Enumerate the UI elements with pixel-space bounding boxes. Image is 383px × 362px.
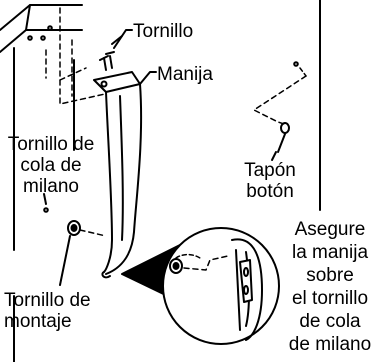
label-tapon-boton: Tapón botón bbox=[232, 160, 308, 202]
label-asegure-line-3: sobre bbox=[306, 265, 354, 286]
door-outline bbox=[0, 4, 83, 362]
magnified-detail bbox=[162, 227, 280, 345]
label-asegure-line-6: de milano bbox=[288, 334, 372, 355]
label-tapon-line-1: Tapón bbox=[244, 160, 296, 181]
tapon-leader bbox=[271, 151, 277, 161]
label-tornillo-cola-line-2: cola de bbox=[20, 155, 82, 176]
label-tornillo-de-montaje: Tornillo de montaje bbox=[4, 290, 91, 332]
label-tornillo: Tornillo bbox=[133, 21, 194, 42]
label-tornillo-cola-line-3: milano bbox=[23, 176, 79, 197]
label-montaje-line-2: montaje bbox=[4, 311, 72, 332]
label-asegure-line-4: el tornillo bbox=[291, 288, 369, 309]
tornillo-leader bbox=[113, 29, 133, 49]
label-tornillo-cola-de-milano: Tornillo de cola de milano bbox=[5, 134, 97, 197]
label-montaje-line-1: Tornillo de bbox=[4, 290, 91, 311]
label-asegure-line-5: de cola bbox=[299, 311, 361, 332]
tapon-boton-assembly bbox=[253, 61, 307, 153]
mounting-screw bbox=[59, 220, 107, 286]
label-asegure-line-2: la manija bbox=[291, 242, 369, 263]
label-asegure-instruction: Asegure la manija sobre el tornillo de c… bbox=[280, 218, 380, 356]
manija-leader bbox=[139, 71, 157, 85]
label-manija: Manija bbox=[157, 64, 213, 85]
hidden-lines bbox=[45, 7, 106, 105]
label-tornillo-cola-line-1: Tornillo de bbox=[7, 134, 95, 155]
label-asegure-line-1: Asegure bbox=[294, 219, 366, 240]
label-tapon-line-2: botón bbox=[246, 181, 294, 202]
dovetail-screw-marker bbox=[43, 193, 49, 213]
handle-body bbox=[93, 71, 143, 279]
